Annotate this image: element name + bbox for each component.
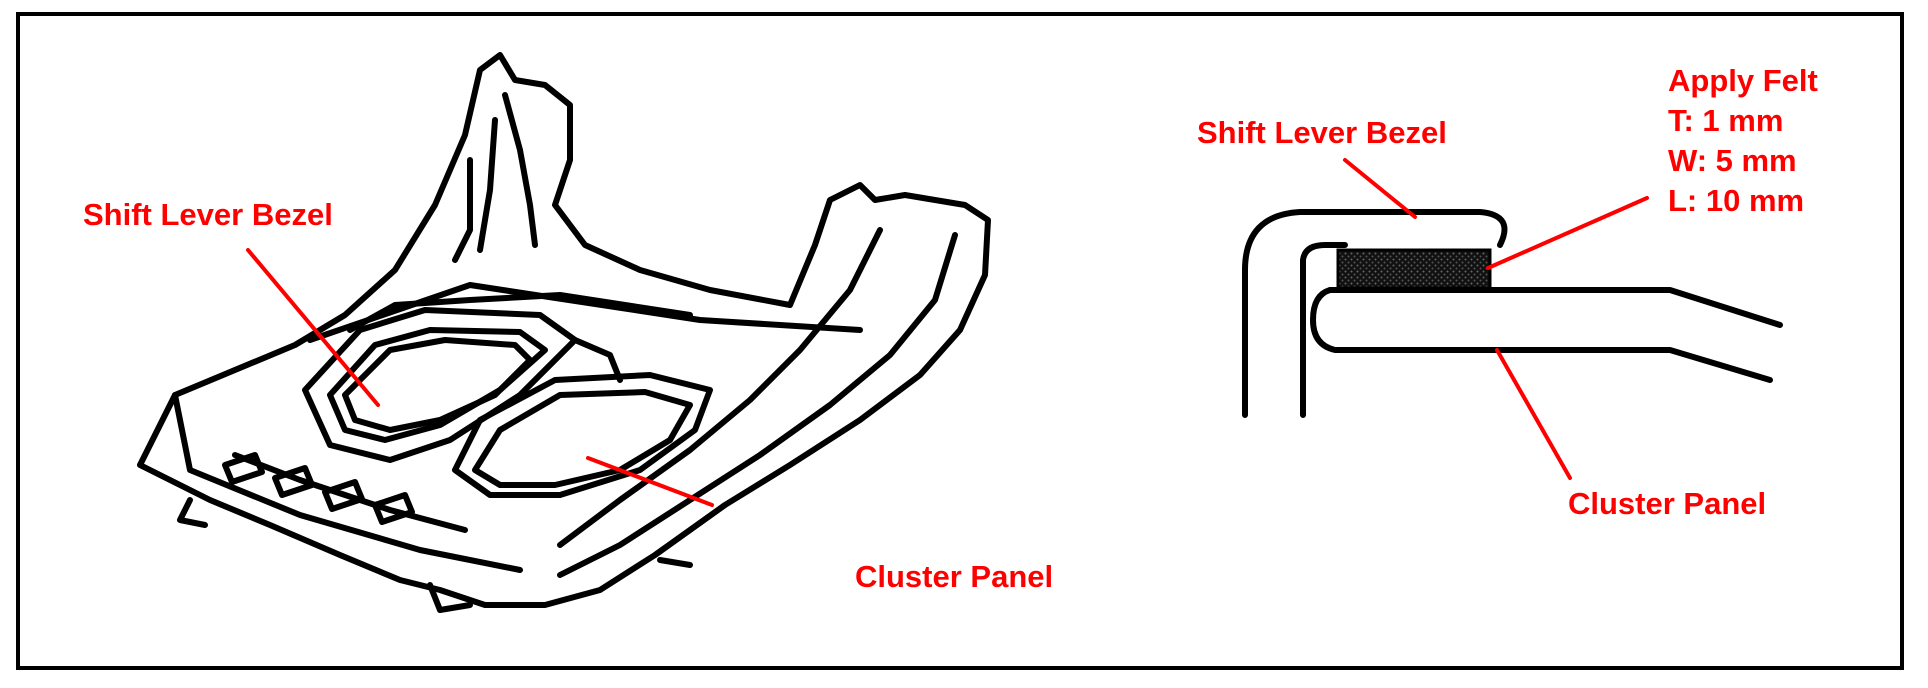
leader-bezel-left (246, 248, 380, 407)
cluster-panel-label-right: Cluster Panel (1568, 486, 1767, 521)
cluster-panel-drawing (137, 52, 991, 613)
felt-spec-callout: Apply Felt T: 1 mm W: 5 mm L: 10 mm (1668, 61, 1818, 221)
leader-bezel-right (1343, 158, 1417, 219)
leader-cluster-left (586, 456, 714, 507)
leader-felt-right (1486, 196, 1649, 270)
leader-lines (246, 158, 1649, 507)
section-drawing (1242, 209, 1783, 418)
felt-spec-length: L: 10 mm (1668, 183, 1805, 218)
felt-spec-title: Apply Felt (1668, 63, 1818, 98)
shift-lever-bezel-label-right: Shift Lever Bezel (1197, 115, 1447, 150)
felt-spec-thickness: T: 1 mm (1668, 103, 1784, 138)
diagram-frame (16, 12, 1904, 670)
shift-lever-bezel-label-left: Shift Lever Bezel (83, 197, 333, 232)
cluster-panel-label-left: Cluster Panel (855, 559, 1054, 594)
leader-cluster-right (1495, 348, 1572, 480)
felt-pad (1336, 248, 1492, 290)
felt-spec-width: W: 5 mm (1668, 143, 1797, 178)
